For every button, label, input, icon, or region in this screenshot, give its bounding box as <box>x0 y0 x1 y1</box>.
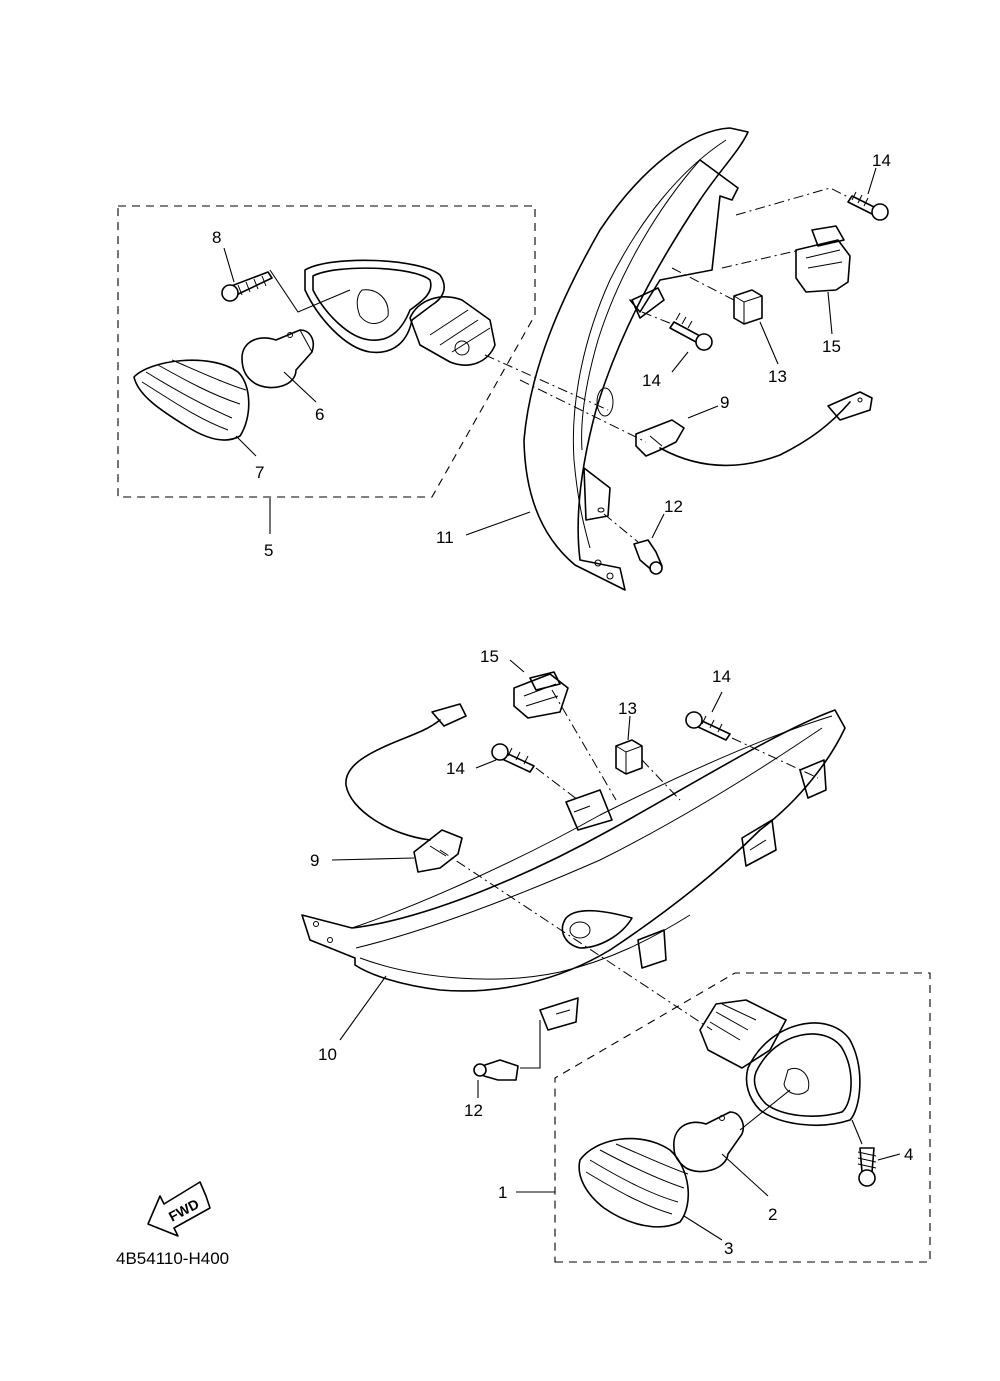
callout-14-top-a: 14 <box>872 151 891 170</box>
bulb-6 <box>241 329 315 389</box>
diagram-code: 4B54110-H400 <box>116 1249 229 1268</box>
kit-boundary-1 <box>554 972 931 1263</box>
socket-9-top <box>635 391 873 467</box>
lens-7 <box>133 359 250 441</box>
kit-boundary-5 <box>117 205 536 498</box>
callout-3: 3 <box>724 1239 733 1258</box>
callout-15-bottom: 15 <box>480 647 499 666</box>
clip-15-bottom <box>513 671 569 719</box>
lens-3 <box>578 1137 690 1228</box>
callout-13-bottom: 13 <box>618 699 637 718</box>
callout-14-top-b: 14 <box>642 371 661 390</box>
callout-2: 2 <box>768 1205 777 1224</box>
screw-4 <box>857 1147 877 1187</box>
side-cover-11 <box>523 127 749 591</box>
screw-14-b <box>669 312 713 351</box>
screw-14-c <box>685 711 731 741</box>
lamp-housing-top <box>304 259 496 366</box>
callout-5: 5 <box>264 541 273 560</box>
rivet-12-top <box>633 539 663 575</box>
callout-12-top: 12 <box>664 497 683 516</box>
callout-15-top: 15 <box>822 337 841 356</box>
screw-14-a <box>847 191 889 221</box>
callout-14-bottom-a: 14 <box>712 667 731 686</box>
socket-9-bottom <box>345 703 467 873</box>
callout-1: 1 <box>498 1183 507 1202</box>
callout-6: 6 <box>315 405 324 424</box>
nut-13-bottom <box>615 739 643 775</box>
callout-labels: 8 6 7 5 14 15 14 13 9 12 11 15 14 13 14 … <box>116 151 913 1268</box>
callout-9-bottom: 9 <box>310 851 319 870</box>
top-assembly <box>117 127 889 591</box>
callout-11: 11 <box>436 528 454 547</box>
callout-4: 4 <box>904 1145 913 1164</box>
screw-8 <box>221 271 273 302</box>
callout-10: 10 <box>318 1045 337 1064</box>
rivet-12-bottom <box>473 1059 519 1081</box>
lamp-housing-bottom <box>699 999 861 1126</box>
bottom-assembly: FWD <box>147 659 931 1263</box>
callout-13-top: 13 <box>768 367 787 386</box>
clip-15-top <box>795 225 851 293</box>
callout-14-bottom-b: 14 <box>446 759 465 778</box>
screw-14-d <box>491 743 535 773</box>
side-cover-10 <box>301 709 846 1031</box>
nut-13-top <box>733 289 763 325</box>
fwd-arrow-icon: FWD <box>147 1181 211 1237</box>
bulb-2 <box>673 1111 745 1173</box>
callout-7: 7 <box>255 463 264 482</box>
callout-12-bottom: 12 <box>464 1101 483 1120</box>
callout-9-top: 9 <box>720 393 729 412</box>
callout-8: 8 <box>212 228 221 247</box>
